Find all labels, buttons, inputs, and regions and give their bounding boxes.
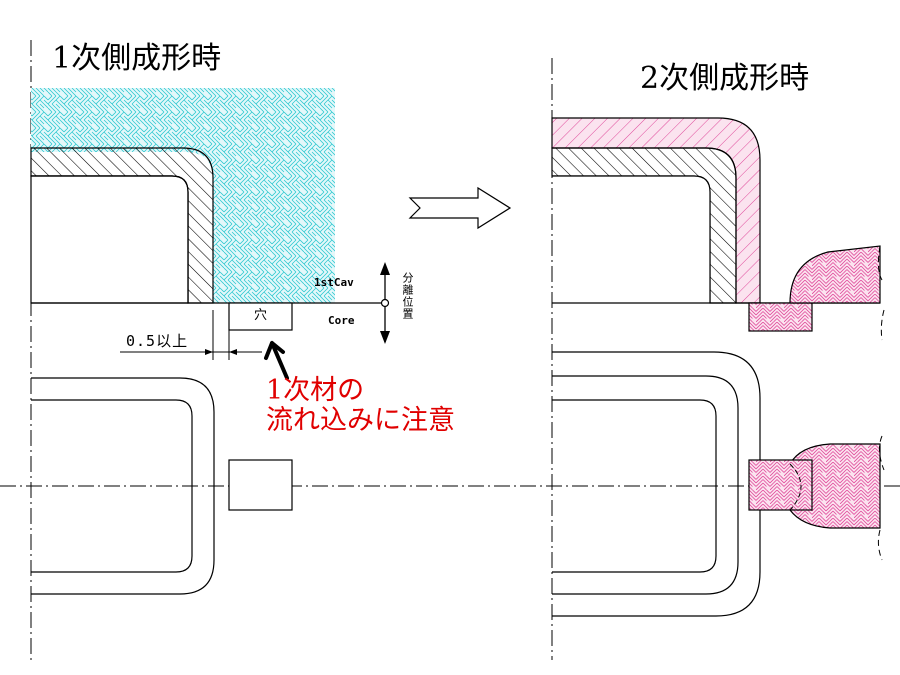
- clearance-label: 0.5以上: [126, 332, 189, 350]
- second-material-runner: [789, 245, 881, 304]
- warning-note-line1: 1次材の: [266, 375, 365, 406]
- second-material-lower-gate: [748, 459, 813, 511]
- right-panel: [551, 58, 885, 660]
- left-inner-box: [30, 175, 189, 304]
- parting-position-label: 分離位置: [401, 272, 414, 320]
- right-panel-title: 2次側成形時: [640, 61, 810, 96]
- first-cavity-material: [31, 88, 335, 303]
- down-arrow-icon: [380, 331, 390, 344]
- hole-box: [228, 302, 293, 331]
- right-lower-outer: [552, 351, 761, 617]
- up-arrow-icon: [380, 262, 390, 275]
- arrow-up-left-icon: [264, 341, 289, 380]
- outline-arrow-icon: [408, 186, 512, 230]
- second-material-gate: [748, 302, 813, 332]
- left-lower-outer: [31, 377, 215, 595]
- hole-label: 穴: [254, 308, 268, 323]
- warning-note: 1次材の 流れ込みに注意: [266, 375, 455, 437]
- right-lower-inner: [552, 399, 717, 573]
- warning-note-line2: 流れ込みに注意: [266, 405, 455, 437]
- right-lower-mid: [552, 375, 739, 595]
- left-panel-title: 1次側成形時: [52, 41, 222, 76]
- left-lower-inner: [31, 399, 193, 573]
- core-label: Core: [328, 314, 355, 327]
- left-lower-hole: [228, 459, 293, 511]
- left-panel: [0, 40, 900, 660]
- first-cavity-label: 1stCav: [314, 276, 354, 289]
